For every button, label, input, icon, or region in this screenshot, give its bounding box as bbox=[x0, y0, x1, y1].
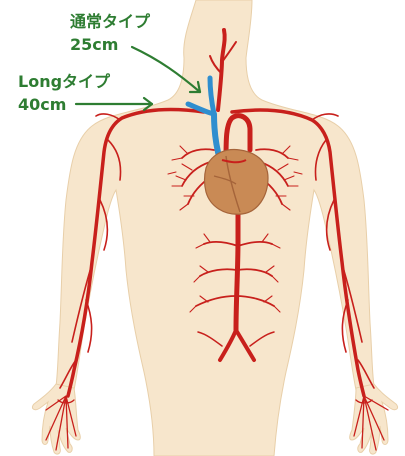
long-type-title: Longタイプ bbox=[18, 72, 110, 92]
descending-aorta bbox=[236, 200, 238, 330]
normal-type-length: 25cm bbox=[70, 35, 118, 55]
heart-body bbox=[205, 150, 269, 215]
long-type-length: 40cm bbox=[18, 95, 66, 115]
heart-icon bbox=[205, 150, 269, 215]
left-hand bbox=[32, 384, 80, 454]
normal-type-title: 通常タイプ bbox=[70, 12, 150, 32]
human-body-illustration bbox=[32, 0, 397, 456]
right-hand bbox=[350, 384, 398, 454]
